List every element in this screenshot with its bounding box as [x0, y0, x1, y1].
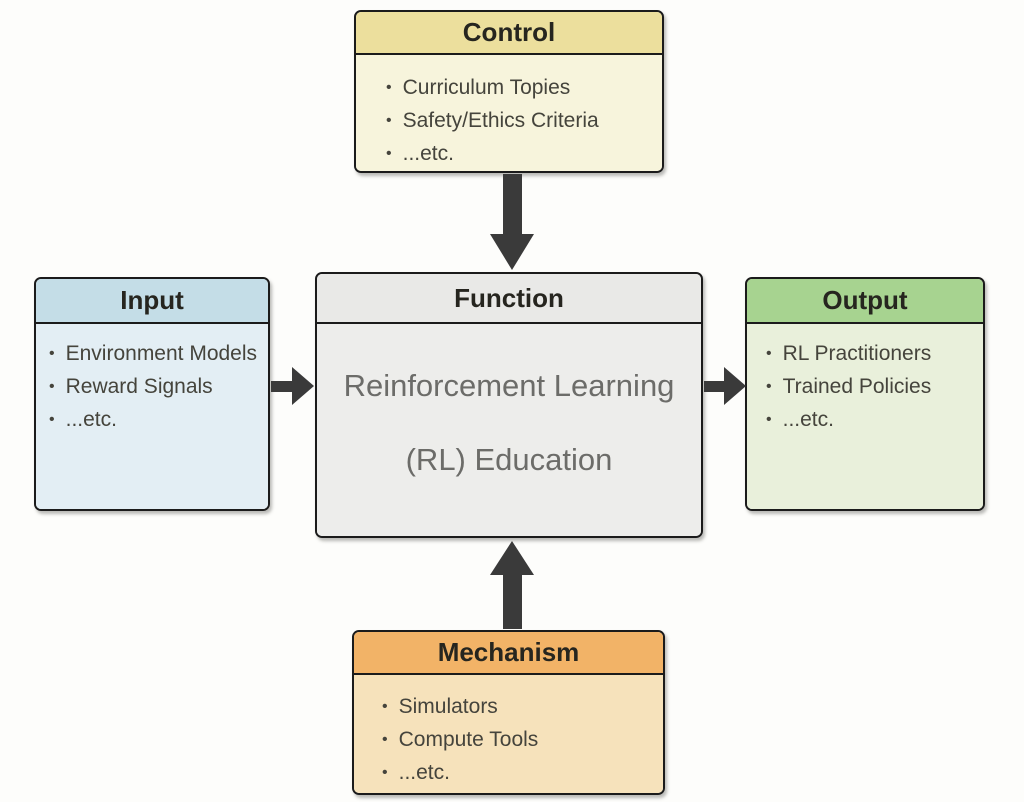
list-item: • Trained Policies — [766, 375, 983, 399]
input-box: Input • Environment Models • Reward Signal… — [34, 277, 270, 511]
arrow-mechanism-to-function-icon — [490, 541, 534, 629]
mechanism-item-list: • Simulators • Compute Tools • ...etc. — [382, 695, 655, 785]
output-box-title: Output — [747, 279, 983, 324]
bullet-icon: • — [49, 411, 55, 428]
input-item-label: ...etc. — [65, 408, 117, 431]
arrow-head-down-icon — [490, 234, 534, 270]
output-box-body: • RL Practitioners • Trained Policies •...… — [747, 324, 983, 509]
bullet-icon: • — [49, 345, 55, 362]
mechanism-box-title: Mechanism — [354, 632, 663, 675]
function-box-title: Function — [317, 274, 701, 324]
bullet-icon: • — [766, 411, 772, 428]
input-box-body: • Environment Models • Reward Signals •...… — [36, 324, 268, 509]
input-item-label: Environment Models — [65, 342, 258, 365]
output-item-label: ...etc. — [782, 408, 834, 431]
list-item: • ...etc. — [386, 142, 654, 166]
bullet-icon: • — [382, 731, 388, 748]
control-box: Control • Curriculum Topies • Safety/Ethic… — [354, 10, 664, 173]
function-label-line2: (RL) Education — [405, 442, 613, 477]
arrow-input-to-function-icon — [271, 367, 314, 405]
list-item: • ...etc. — [382, 761, 655, 785]
arrow-function-to-output-icon — [704, 367, 746, 405]
mechanism-box: Mechanism • Simulators • Compute Tools •..… — [352, 630, 665, 795]
bullet-icon: • — [382, 698, 388, 715]
input-item-label: Reward Signals — [65, 375, 213, 398]
bullet-icon: • — [766, 378, 772, 395]
input-box-title: Input — [36, 279, 268, 324]
arrow-shaft — [502, 575, 522, 629]
control-item-label: Safety/Ethics Criteria — [402, 109, 599, 132]
function-box-body: Reinforcement Learning (RL) Education — [317, 324, 701, 536]
mechanism-box-body: • Simulators • Compute Tools • ...etc. — [354, 675, 663, 793]
list-item: • Simulators — [382, 695, 655, 719]
function-label-line1: Reinforcement Learning — [343, 368, 675, 403]
list-item: • Compute Tools — [382, 728, 655, 752]
bullet-icon: • — [382, 764, 388, 781]
control-item-label: Curriculum Topies — [402, 76, 571, 99]
control-item-list: • Curriculum Topies • Safety/Ethics Criter… — [386, 76, 654, 166]
control-box-body: • Curriculum Topies • Safety/Ethics Criter… — [356, 55, 662, 171]
arrow-shaft — [704, 380, 724, 392]
arrow-shaft — [502, 174, 522, 234]
bullet-icon: • — [386, 112, 392, 129]
control-item-label: ...etc. — [402, 142, 454, 165]
arrow-shaft — [271, 380, 292, 392]
control-box-title: Control — [356, 12, 662, 55]
output-item-label: RL Practitioners — [782, 342, 932, 365]
mechanism-item-label: Compute Tools — [398, 728, 539, 751]
list-item: • Safety/Ethics Criteria — [386, 109, 654, 133]
list-item: • Environment Models — [49, 342, 268, 366]
bullet-icon: • — [386, 145, 392, 162]
output-item-list: • RL Practitioners • Trained Policies •...… — [766, 342, 983, 432]
bullet-icon: • — [49, 378, 55, 395]
output-box: Output • RL Practitioners • Trained Polici… — [745, 277, 985, 511]
output-item-label: Trained Policies — [782, 375, 932, 398]
arrow-head-up-icon — [490, 541, 534, 575]
arrow-control-to-function-icon — [490, 174, 534, 270]
mechanism-item-label: Simulators — [398, 695, 498, 718]
arrow-head-right-icon — [724, 367, 746, 405]
list-item: • ...etc. — [766, 408, 983, 432]
bullet-icon: • — [386, 79, 392, 96]
list-item: • Curriculum Topies — [386, 76, 654, 100]
arrow-head-right-icon — [292, 367, 314, 405]
list-item: • Reward Signals — [49, 375, 268, 399]
bullet-icon: • — [766, 345, 772, 362]
list-item: • ...etc. — [49, 408, 268, 432]
mechanism-item-label: ...etc. — [398, 761, 450, 784]
input-item-list: • Environment Models • Reward Signals •...… — [49, 342, 268, 432]
function-box: Function Reinforcement Learning (RL) Edu… — [315, 272, 703, 538]
list-item: • RL Practitioners — [766, 342, 983, 366]
